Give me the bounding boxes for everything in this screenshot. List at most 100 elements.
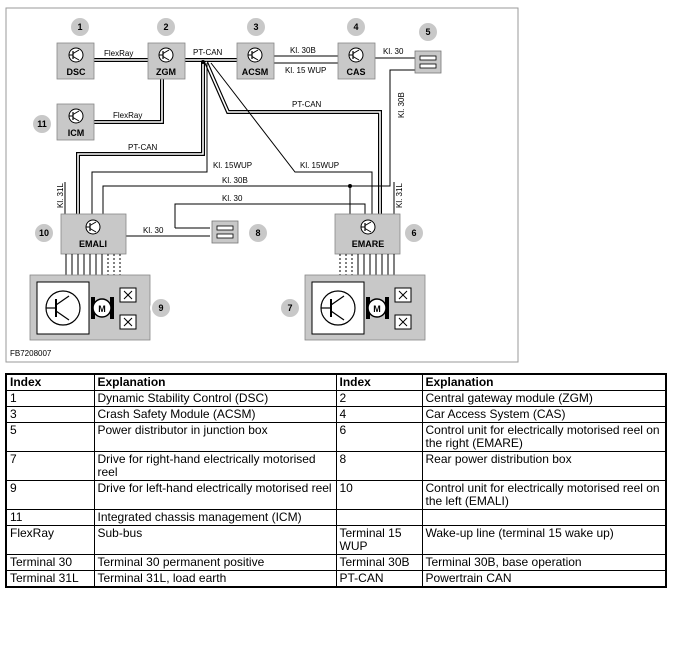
svg-text:11: 11 [37, 119, 47, 129]
emare-module: EMARE [334, 213, 401, 255]
zgm-label: ZGM [156, 67, 176, 77]
legend-header: Index [335, 373, 423, 391]
table-row: 5 Power distributor in junction box 6 Co… [5, 422, 667, 452]
table-row: Terminal 30 Terminal 30 permanent positi… [5, 554, 667, 571]
icm-module: ICM [56, 103, 95, 141]
legend-cell: Terminal 15 WUP [335, 525, 423, 555]
legend-cell: 10 [335, 480, 423, 510]
rear-power-distribution-box [211, 220, 239, 244]
legend-cell: Rear power distribution box [421, 451, 667, 481]
svg-text:7: 7 [287, 303, 292, 313]
acsm-label: ACSM [242, 67, 269, 77]
legend-cell: 8 [335, 451, 423, 481]
kl30-cas-label: Kl. 30 [383, 47, 404, 56]
legend-cell: 6 [335, 422, 423, 452]
legend-cell: Terminal 30 [5, 554, 95, 571]
kl30-bus-label: Kl. 30 [222, 194, 243, 203]
legend-cell: Car Access System (CAS) [421, 406, 667, 423]
legend-cell: Integrated chassis management (ICM) [93, 509, 337, 526]
emali-pins [65, 254, 121, 275]
svg-text:1: 1 [77, 22, 82, 32]
cas-label: CAS [346, 67, 365, 77]
flexray-dsc-label: FlexRay [104, 49, 133, 58]
legend-cell: Drive for left-hand electrically motoris… [93, 480, 337, 510]
kl30b-bus-label: Kl. 30B [222, 176, 248, 185]
kl30-emali-label: Kl. 30 [143, 226, 164, 235]
legend-cell: Terminal 30B [335, 554, 423, 571]
flexray-icm-label: FlexRay [113, 111, 142, 120]
dsc-label: DSC [66, 67, 86, 77]
table-row: 9 Drive for left-hand electrically motor… [5, 480, 667, 510]
table-row: 11 Integrated chassis management (ICM) [5, 509, 667, 526]
table-row: FlexRay Sub-bus Terminal 15 WUP Wake-up … [5, 525, 667, 555]
power-distributor [414, 50, 442, 74]
legend-cell: 9 [5, 480, 95, 510]
wire-labels: FlexRay FlexRay PT-CAN Kl. 30B Kl. 15 WU… [56, 46, 406, 235]
acsm-module: ACSM [236, 42, 275, 80]
legend-cell: 3 [5, 406, 95, 423]
legend-cell: 1 [5, 390, 95, 407]
legend-cell: Terminal 31L [5, 570, 95, 588]
kl31l-right-label: Kl. 31L [395, 183, 404, 208]
ptcan-left-label: PT-CAN [128, 143, 158, 152]
legend-header: Index [5, 373, 95, 391]
kl15wup-acsm-label: Kl. 15 WUP [285, 66, 326, 75]
legend-cell: Drive for right-hand electrically motori… [93, 451, 337, 481]
emali-module: EMALI [60, 213, 127, 255]
ptcan-mid-label: PT-CAN [292, 100, 322, 109]
legend-cell: FlexRay [5, 525, 95, 555]
table-row: 7 Drive for right-hand electrically moto… [5, 451, 667, 481]
legend-cell: Dynamic Stability Control (DSC) [93, 390, 337, 407]
drive-right: M [304, 274, 426, 341]
emali-label: EMALI [79, 239, 107, 249]
legend-cell: Terminal 30 permanent positive [93, 554, 337, 571]
legend-cell: Wake-up line (terminal 15 wake up) [421, 525, 667, 555]
single-wires [64, 55, 417, 237]
legend-cell: Terminal 30B, base operation [421, 554, 667, 571]
ptcan-top-label: PT-CAN [193, 48, 223, 57]
legend-cell: Central gateway module (ZGM) [421, 390, 667, 407]
svg-text:4: 4 [353, 22, 358, 32]
svg-text:8: 8 [255, 228, 260, 238]
icm-label: ICM [68, 128, 85, 138]
legend-cell: Sub-bus [93, 525, 337, 555]
table-row: 3 Crash Safety Module (ACSM) 4 Car Acces… [5, 406, 667, 423]
kl15wup-right-label: Kl. 15WUP [300, 161, 339, 170]
index-markers: 1 2 3 4 5 11 10 6 8 9 7 [31, 16, 439, 319]
kl30b-vertical-label: Kl. 30B [397, 92, 406, 118]
zgm-module: ZGM [147, 42, 186, 80]
drive-left: M [29, 274, 151, 341]
legend-header: Explanation [421, 373, 667, 391]
motor-left-icon: M [98, 304, 106, 314]
legend-cell: 5 [5, 422, 95, 452]
legend-cell: 4 [335, 406, 423, 423]
legend-cell: Control unit for electrically motorised … [421, 422, 667, 452]
svg-text:10: 10 [39, 228, 49, 238]
kl30b-acsm-label: Kl. 30B [290, 46, 316, 55]
figure-code: FB7208007 [10, 349, 52, 358]
legend-cell: Terminal 31L, load earth [93, 570, 337, 588]
emare-pins [339, 254, 395, 275]
svg-text:3: 3 [253, 22, 258, 32]
legend-cell [335, 509, 423, 526]
wiring-diagram: DSC ZGM ACSM CAS ICM EMALI EMARE [5, 7, 519, 363]
legend-cell: Control unit for electrically motorised … [421, 480, 667, 510]
wires [76, 58, 382, 215]
legend-cell: Power distributor in junction box [93, 422, 337, 452]
svg-text:5: 5 [425, 27, 430, 37]
emare-label: EMARE [352, 239, 385, 249]
cas-module: CAS [337, 42, 376, 80]
motor-right-icon: M [373, 304, 381, 314]
legend-cell [421, 509, 667, 526]
legend-cell: Powertrain CAN [421, 570, 667, 588]
legend-cell: PT-CAN [335, 570, 423, 588]
legend-cell: 11 [5, 509, 95, 526]
legend-header: Explanation [93, 373, 337, 391]
legend-cell: 7 [5, 451, 95, 481]
kl15wup-left-label: Kl. 15WUP [213, 161, 252, 170]
legend-cell: 2 [335, 390, 423, 407]
svg-text:6: 6 [411, 228, 416, 238]
table-row: Terminal 31L Terminal 31L, load earth PT… [5, 570, 667, 588]
kl31l-left-label: Kl. 31L [56, 183, 65, 208]
legend-table: Index Explanation Index Explanation 1 Dy… [5, 373, 667, 588]
